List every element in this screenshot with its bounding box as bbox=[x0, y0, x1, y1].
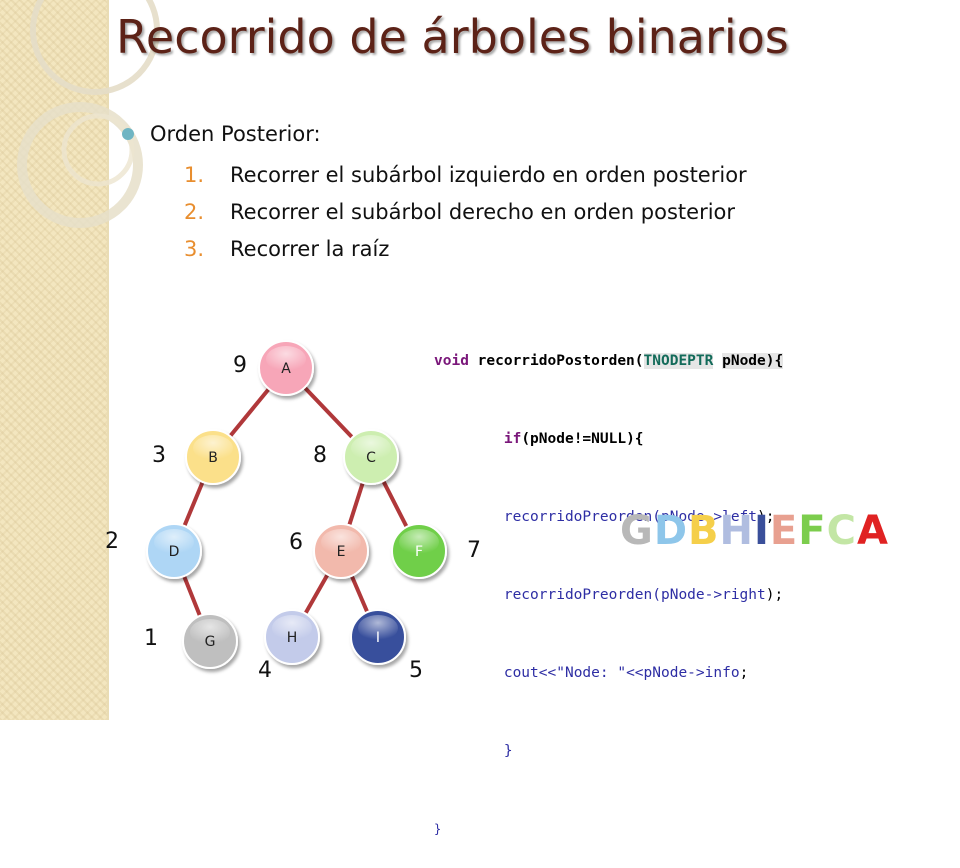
sequence-letter: G bbox=[620, 508, 654, 554]
step-item: 2. Recorrer el subárbol derecho en orden… bbox=[184, 193, 747, 230]
traversal-order-numbers: 9 3 8 2 6 7 1 4 5 bbox=[105, 353, 481, 683]
code-params: pNode){ bbox=[722, 353, 784, 369]
sequence-letter: I bbox=[754, 508, 770, 554]
code-call: recorridoPreorden(pNode-> bbox=[503, 587, 723, 603]
tree-nodes: A B C D E F G H I bbox=[146, 340, 447, 669]
code-punct: ; bbox=[739, 665, 749, 681]
code-field: left bbox=[722, 509, 758, 525]
code-brace: } bbox=[503, 743, 513, 759]
postorder-sequence: GDBHIEFCA bbox=[620, 508, 889, 554]
code-condition: (pNode!=NULL){ bbox=[521, 431, 644, 447]
tree-node-label: H bbox=[287, 630, 298, 646]
step-text: Recorrer la raíz bbox=[230, 236, 390, 261]
sequence-letter: A bbox=[856, 508, 889, 554]
tree-node-gloss bbox=[272, 615, 312, 641]
sequence-letter: H bbox=[719, 508, 755, 554]
sequence-letter: D bbox=[653, 508, 689, 554]
tree-node-h: H bbox=[264, 609, 320, 665]
sequence-letter: B bbox=[688, 508, 720, 554]
code-punct: ); bbox=[765, 587, 784, 603]
tree-node-gloss bbox=[266, 346, 306, 372]
tree-node-gloss bbox=[321, 529, 361, 555]
tree-edges bbox=[172, 366, 421, 642]
tree-node-label: E bbox=[337, 544, 346, 560]
tree-node-c: C bbox=[343, 429, 399, 485]
bullet-dot-icon bbox=[122, 128, 134, 140]
tree-node-gloss bbox=[358, 615, 398, 641]
tree-node-label: D bbox=[169, 544, 180, 560]
tree-node-gloss bbox=[351, 435, 391, 461]
binary-tree-diagram: A B C D E F G H I 9 3 8 2 6 7 1 4 5 bbox=[105, 340, 481, 683]
code-line: } bbox=[434, 738, 783, 764]
tree-node-g: G bbox=[182, 613, 238, 669]
tree-node-d: D bbox=[146, 523, 202, 579]
sequence-letter: F bbox=[798, 508, 827, 554]
step-number: 3. bbox=[184, 236, 205, 261]
tree-node-label: A bbox=[281, 361, 291, 377]
step-item: 1. Recorrer el subárbol izquierdo en ord… bbox=[184, 156, 747, 193]
tree-node-a: A bbox=[258, 340, 314, 396]
decorative-circles bbox=[17, 0, 160, 228]
tree-node-label: C bbox=[366, 450, 376, 466]
order-number: 9 bbox=[233, 353, 247, 378]
code-line: void recorridoPostorden(TNODEPTR pNode){ bbox=[434, 348, 784, 374]
step-text: Recorrer el subárbol izquierdo en orden … bbox=[230, 162, 747, 187]
order-number: 8 bbox=[313, 443, 327, 468]
code-keyword: void bbox=[434, 353, 469, 369]
bullet-text: Orden Posterior: bbox=[150, 122, 321, 146]
tree-node-gloss bbox=[190, 619, 230, 645]
tree-node-label: B bbox=[208, 450, 218, 466]
code-punct: ); bbox=[757, 509, 775, 525]
code-brace: } bbox=[434, 822, 442, 836]
code-line: if(pNode!=NULL){ bbox=[434, 426, 783, 452]
step-number: 1. bbox=[184, 162, 205, 187]
order-number: 1 bbox=[144, 626, 158, 651]
tree-node-gloss bbox=[154, 529, 194, 555]
tree-node-e: E bbox=[313, 523, 369, 579]
code-call: recorridoPreorden(pNode-> bbox=[503, 509, 723, 525]
sequence-letter: E bbox=[769, 508, 799, 554]
code-line: } bbox=[434, 816, 783, 842]
code-call: cout<< bbox=[503, 665, 557, 681]
order-number: 2 bbox=[105, 529, 119, 554]
code-type: TNODEPTR bbox=[643, 353, 714, 369]
code-line: recorridoPreorden(pNode->left); bbox=[434, 504, 783, 530]
tree-node-b: B bbox=[185, 429, 241, 485]
code-block: void recorridoPostorden(TNODEPTR pNode){… bbox=[434, 296, 784, 868]
tree-node-gloss bbox=[193, 435, 233, 461]
bullet-item: Orden Posterior: bbox=[122, 122, 321, 146]
step-text: Recorrer el subárbol derecho en orden po… bbox=[230, 199, 736, 224]
tree-node-label: G bbox=[205, 634, 216, 650]
code-expr: <<pNode-> bbox=[626, 665, 705, 681]
step-item: 3. Recorrer la raíz bbox=[184, 230, 747, 267]
steps-list: 1. Recorrer el subárbol izquierdo en ord… bbox=[184, 156, 747, 267]
code-line: recorridoPreorden(pNode->right); bbox=[434, 582, 783, 608]
code-function-name: recorridoPostorden( bbox=[477, 353, 644, 369]
code-field: right bbox=[722, 587, 766, 603]
page-title: Recorrido de árboles binarios bbox=[116, 10, 789, 64]
order-number: 7 bbox=[467, 538, 481, 563]
tree-node-label: I bbox=[376, 630, 380, 646]
left-decorative-stripe bbox=[0, 0, 109, 720]
code-string: "Node: " bbox=[556, 665, 627, 681]
tree-node-i: I bbox=[350, 609, 406, 665]
order-number: 6 bbox=[289, 530, 303, 555]
code-keyword: if bbox=[503, 431, 522, 447]
step-number: 2. bbox=[184, 199, 205, 224]
tree-node-label: F bbox=[415, 544, 423, 560]
code-line: cout<<"Node: "<<pNode->info; bbox=[434, 660, 783, 686]
order-number: 5 bbox=[409, 658, 423, 683]
tree-node-f: F bbox=[391, 523, 447, 579]
order-number: 3 bbox=[152, 443, 166, 468]
order-number: 4 bbox=[258, 658, 272, 683]
tree-node-gloss bbox=[399, 529, 439, 555]
sequence-letter: C bbox=[826, 508, 857, 554]
code-field: info bbox=[704, 665, 740, 681]
